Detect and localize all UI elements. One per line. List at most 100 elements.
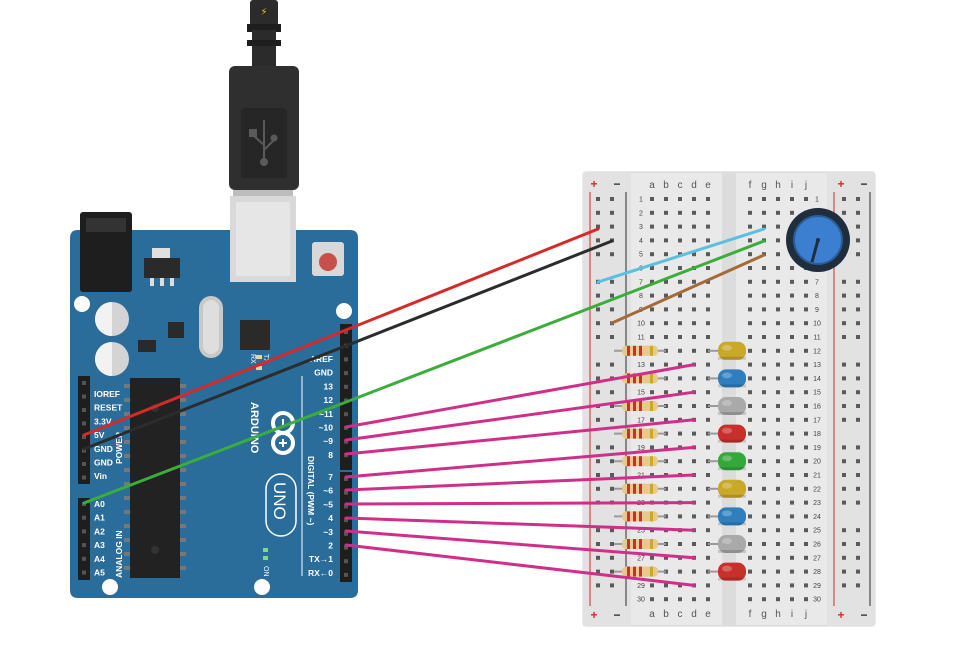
breadboard-column-label: g	[761, 609, 767, 620]
power-pin-label: IOREF	[94, 389, 120, 399]
breadboard-column-label: i	[791, 609, 793, 620]
rail-minus-label: −	[613, 177, 620, 191]
power-pin-label: 3.3V	[94, 416, 112, 426]
breadboard-column-label: a	[649, 180, 655, 191]
resistor[interactable]	[614, 456, 666, 467]
model-label: UNO	[270, 482, 289, 520]
led[interactable]	[708, 341, 746, 360]
wire-led[interactable]	[344, 473, 696, 492]
wire-led[interactable]	[344, 529, 696, 560]
breadboard-row-label: 7	[639, 279, 643, 286]
resistor[interactable]	[614, 483, 666, 494]
wire-led[interactable]	[344, 418, 696, 456]
wire-led[interactable]	[344, 516, 696, 532]
wire-pot-b[interactable]	[610, 253, 766, 325]
wire-pot-a[interactable]	[596, 227, 766, 284]
breadboard-row-label: 17	[813, 417, 821, 424]
digital-pin-label: 4	[328, 513, 333, 523]
digital-pin-label: 12	[324, 395, 334, 405]
digital-pin-label: ~10	[319, 423, 334, 433]
digital-header-label: DIGITAL (PWM ~)	[306, 456, 316, 526]
breadboard-column-label: g	[761, 180, 767, 191]
resistor[interactable]	[614, 566, 666, 577]
breadboard-row-label: 26	[813, 542, 821, 549]
led[interactable]	[708, 424, 746, 443]
breadboard-row-label: 25	[637, 528, 645, 535]
breadboard-row-label: 11	[637, 335, 644, 342]
wire-5v[interactable]	[82, 227, 600, 437]
bolt-icon: ⚡	[260, 7, 267, 18]
breadboard-row-label: 2	[639, 210, 643, 217]
digital-pin-label: 2	[328, 541, 333, 551]
digital-pin-label: ~3	[323, 527, 333, 537]
breadboard-column-label: a	[649, 609, 655, 620]
potentiometer[interactable]	[786, 208, 850, 272]
breadboard-row-label: 8	[815, 293, 819, 300]
led[interactable]	[708, 535, 746, 553]
resistor[interactable]	[614, 345, 666, 356]
digital-pin-label: ~5	[323, 499, 333, 509]
wire-led[interactable]	[344, 501, 696, 506]
power-pin-label: GND	[94, 458, 113, 468]
breadboard-row-label: 21	[813, 473, 821, 480]
breadboard-row-label: 28	[813, 569, 821, 576]
brand-label: ARDUINO	[248, 402, 260, 454]
breadboard-column-label: c	[678, 609, 683, 620]
breadboard-column-label: j	[804, 180, 807, 191]
resistor[interactable]	[614, 428, 666, 439]
analog-pin-label: A4	[94, 554, 105, 564]
digital-pin-label: 8	[328, 450, 333, 460]
digital-pin-label: TX→1	[309, 554, 333, 564]
digital-pin-label: ~11	[319, 409, 333, 419]
wire-led[interactable]	[344, 390, 696, 442]
breadboard-row-label: 19	[637, 445, 645, 452]
breadboard-row-label: 1	[639, 197, 643, 204]
wire-led[interactable]	[344, 363, 696, 429]
analog-pin-label: A3	[94, 540, 105, 550]
power-pin-label: GND	[94, 444, 113, 454]
wire-a0[interactable]	[82, 239, 766, 505]
breadboard-row-label: 27	[637, 555, 645, 562]
breadboard-row-label: 10	[813, 321, 821, 328]
led[interactable]	[708, 562, 746, 581]
breadboard-row-label: 1	[815, 197, 819, 204]
resistor[interactable]	[614, 539, 666, 549]
led[interactable]	[708, 479, 746, 498]
rail-minus-label: −	[613, 608, 620, 622]
breadboard-row-label: 3	[639, 224, 643, 231]
breadboard-column-label: b	[663, 180, 669, 191]
on-label: ON	[262, 566, 269, 577]
rail-minus-label: −	[860, 608, 867, 622]
resistor[interactable]	[614, 511, 666, 522]
resistor[interactable]	[614, 401, 666, 411]
led[interactable]	[708, 397, 746, 415]
breadboard-column-label: e	[705, 180, 711, 191]
power-pin-label: Vin	[94, 471, 107, 481]
breadboard-column-label: d	[691, 180, 697, 191]
resistor-group	[614, 345, 666, 577]
rx-label: RX	[249, 354, 256, 364]
power-pin-label: RESET	[94, 403, 123, 413]
breadboard-column-label: f	[749, 180, 752, 191]
breadboard-row-label: 10	[637, 321, 645, 328]
rail-plus-label: +	[837, 608, 844, 622]
breadboard-row-label: 9	[815, 307, 819, 314]
led[interactable]	[708, 369, 746, 388]
wire-gnd[interactable]	[82, 239, 614, 451]
breadboard-column-label: b	[663, 609, 669, 620]
digital-pin-label: 7	[328, 472, 333, 482]
breadboard-row-label: 11	[813, 335, 820, 342]
digital-pin-label: ~9	[323, 436, 333, 446]
led[interactable]	[708, 507, 746, 526]
wire-led[interactable]	[344, 543, 696, 587]
led[interactable]	[708, 452, 746, 471]
analog-pin-label: A5	[94, 568, 105, 578]
rail-plus-label: +	[837, 177, 844, 191]
breadboard-row-label: 5	[639, 252, 643, 259]
breadboard-row-label: 29	[813, 583, 821, 590]
wire-led[interactable]	[344, 445, 696, 479]
breadboard-row-label: 13	[637, 362, 645, 369]
breadboard-row-label: 24	[813, 514, 821, 521]
